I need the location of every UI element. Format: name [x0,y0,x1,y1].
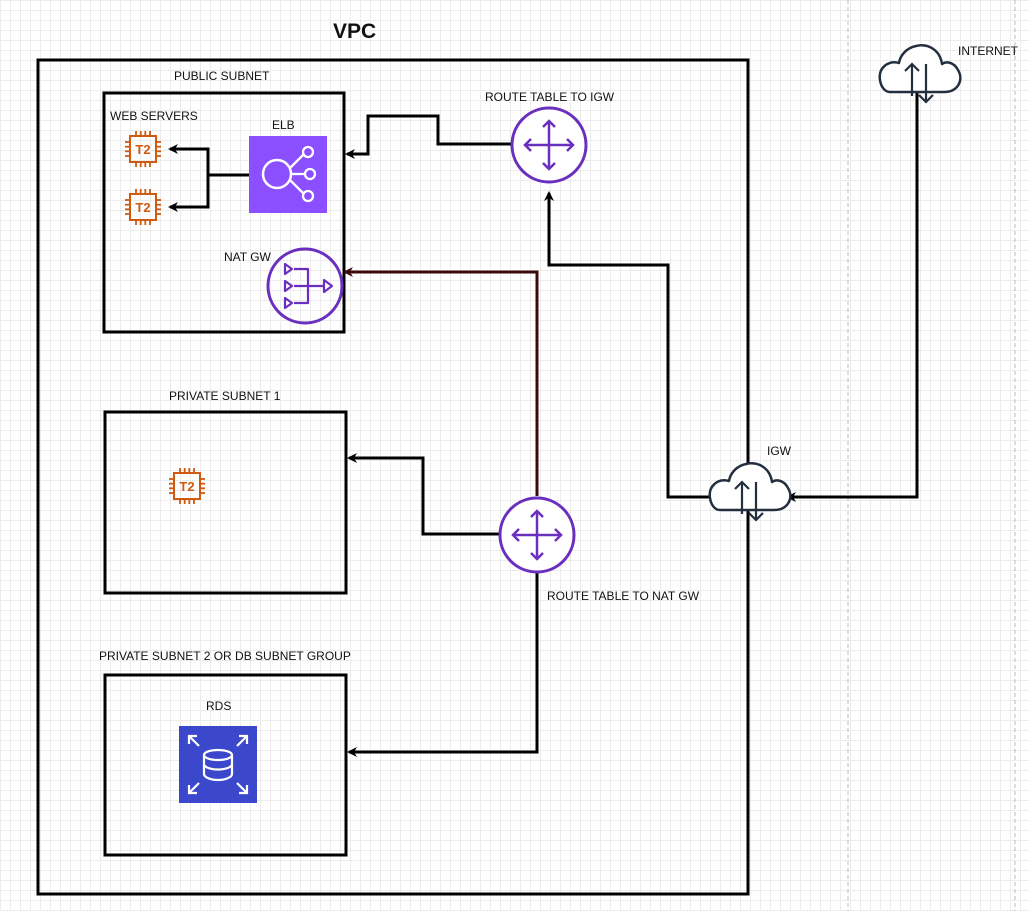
route-table-igw-label: ROUTE TABLE TO IGW [485,90,615,104]
elb-to-server-2-arrow [168,175,210,212]
route-table-nat-label: ROUTE TABLE TO NAT GW [547,589,700,603]
vpc-container[interactable] [36,58,750,896]
vpc-title: VPC [333,20,376,43]
private-subnet-1-title: PRIVATE SUBNET 1 [169,389,281,403]
web-server-1-instance-label: T2 [135,142,150,157]
igw-cloud-icon[interactable] [708,462,792,522]
route-nat-to-nat-gw-arrow [343,267,539,496]
route-nat-to-private-subnet-1-arrow [347,453,500,536]
route-table-igw-router-icon[interactable] [510,106,588,184]
public-subnet-title: PUBLIC SUBNET [174,69,270,83]
route-nat-to-private-subnet-2-arrow [347,573,539,757]
private-subnet-2-box[interactable] [103,673,348,857]
private-instance-label: T2 [179,479,194,494]
internet-label: INTERNET [958,44,1019,58]
private-instance-chip-icon[interactable]: T2 [168,467,206,505]
private-subnet-1-box[interactable] [103,410,348,595]
igw-label: IGW [767,444,792,458]
igw-to-route-igw-arrow [544,191,710,499]
rds-label: RDS [206,699,231,713]
web-servers-label: WEB SERVERS [110,109,198,123]
web-server-2-instance-label: T2 [135,200,150,215]
route-igw-to-public-subnet-arrow [345,114,511,159]
nat-gw-label: NAT GW [224,250,272,264]
rds-database-icon[interactable] [179,726,257,803]
elb-to-server-1-arrow [168,144,249,177]
internet-to-igw-arrow [786,90,919,502]
web-server-chip-2-icon[interactable]: T2 [124,188,162,226]
elb-label: ELB [272,118,295,132]
nat-gateway-icon[interactable] [266,247,344,325]
web-server-chip-1-icon[interactable]: T2 [124,130,162,168]
private-subnet-2-title: PRIVATE SUBNET 2 OR DB SUBNET GROUP [99,649,351,663]
internet-cloud-icon[interactable] [878,44,962,104]
route-table-nat-router-icon[interactable] [498,496,576,574]
elb-icon[interactable] [249,136,327,213]
public-subnet-box[interactable] [102,91,346,334]
